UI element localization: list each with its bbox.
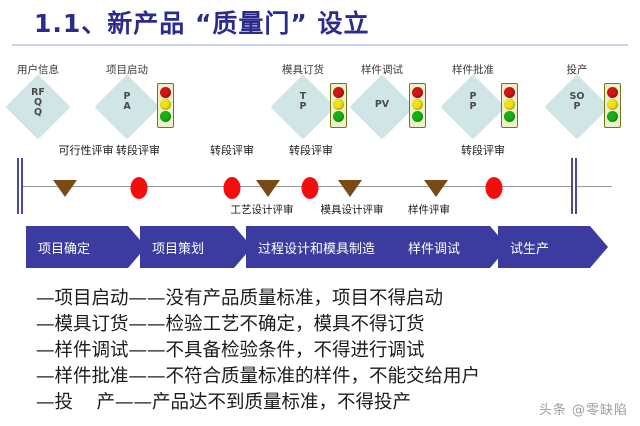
gate-code-line: A bbox=[123, 101, 131, 112]
traffic-light-yellow-lamp bbox=[160, 99, 171, 110]
process-phase-label: 过程设计和模具制造 bbox=[258, 241, 376, 257]
traffic-light-red-lamp bbox=[160, 87, 171, 98]
gate-rule-item: —样件调试——不具备检验条件，不得进行调试 bbox=[36, 340, 425, 361]
watermark: 头条 @零缺陷 bbox=[538, 403, 628, 418]
traffic-light-icon bbox=[330, 83, 347, 128]
gate-rule-item: —模具订货——检验工艺不确定，模具不得订货 bbox=[36, 314, 425, 335]
gate-review-label: 可行性评审 bbox=[58, 144, 114, 157]
gate-rule-item: —项目启动——没有产品质量标准，项目不得启动 bbox=[36, 288, 444, 309]
timeline-ellipse-marker bbox=[485, 177, 503, 199]
timeline-end-marker bbox=[571, 158, 577, 214]
gate-code: SO P bbox=[570, 92, 585, 112]
traffic-light-icon bbox=[157, 83, 174, 128]
process-phase-label: 项目确定 bbox=[38, 241, 91, 257]
gate-code-line: PV bbox=[374, 99, 390, 110]
timeline-triangle-marker bbox=[256, 180, 280, 197]
process-phase-chevron: 过程设计和模具制造 bbox=[246, 226, 416, 268]
process-phase-label: 试生产 bbox=[510, 241, 550, 257]
gate-title: 投产 bbox=[566, 64, 588, 76]
traffic-light-green-lamp bbox=[333, 111, 344, 122]
gate-code-line: Q bbox=[33, 97, 43, 108]
process-phase-chevron: 项目策划 bbox=[140, 226, 252, 268]
gate-title: 样件批准 bbox=[452, 64, 494, 76]
quality-gate-row: 用户信息 RF Q Q 可行性评审 项目启动 P A 转段评审 bbox=[0, 58, 640, 158]
timeline-ellipse-marker bbox=[301, 177, 319, 199]
timeline-triangle-marker bbox=[424, 180, 448, 197]
gate-code-line: P bbox=[469, 101, 477, 112]
gate-title: 样件调试 bbox=[361, 64, 403, 76]
timeline-marker-label: 样件评审 bbox=[408, 204, 450, 216]
gate-review-label: 转段评审 bbox=[289, 144, 333, 157]
timeline-bar-segment bbox=[571, 158, 573, 214]
traffic-light-red-lamp bbox=[412, 87, 423, 98]
traffic-light-yellow-lamp bbox=[412, 99, 423, 110]
traffic-light-red-lamp bbox=[333, 87, 344, 98]
process-phase-label: 项目策划 bbox=[152, 241, 205, 257]
traffic-light-yellow-lamp bbox=[333, 99, 344, 110]
traffic-light-icon bbox=[604, 83, 621, 128]
timeline-bar-segment bbox=[20, 158, 23, 214]
gate-code: P P bbox=[470, 92, 477, 112]
traffic-light-red-lamp bbox=[504, 87, 515, 98]
timeline-ellipse-marker bbox=[130, 177, 148, 199]
page-title: 1.1、新产品 “质量门” 设立 bbox=[34, 9, 370, 38]
timeline-bar-gap bbox=[573, 158, 575, 214]
timeline-triangle-marker bbox=[338, 180, 362, 197]
traffic-light-icon bbox=[501, 83, 518, 128]
title-divider bbox=[12, 44, 628, 46]
timeline-marker-label: 模具设计评审 bbox=[320, 204, 384, 216]
traffic-light-yellow-lamp bbox=[607, 99, 618, 110]
gate-code-line: P bbox=[123, 91, 131, 102]
gate-review-label: 转段评审 bbox=[461, 144, 505, 157]
process-phase-band: 项目确定 项目策划 过程设计和模具制造 样件调试 试生产 bbox=[0, 226, 640, 274]
gate-rule-item: —投 产——产品达不到质量标准，不得投产 bbox=[36, 392, 412, 413]
process-phase-label: 样件调试 bbox=[408, 241, 461, 257]
traffic-light-red-lamp bbox=[607, 87, 618, 98]
gate-rule-item: —样件批准——不符合质量标准的样件，不能交给用户 bbox=[36, 366, 481, 387]
timeline-marker-label: 工艺设计评审 bbox=[230, 204, 294, 216]
gate-code-line: P bbox=[299, 101, 307, 112]
gate-code-line: T bbox=[299, 91, 307, 102]
gate-code-line: RF bbox=[31, 87, 45, 98]
traffic-light-yellow-lamp bbox=[504, 99, 515, 110]
process-phase-chevron: 样件调试 bbox=[396, 226, 508, 268]
traffic-light-green-lamp bbox=[607, 111, 618, 122]
timeline: 工艺设计评审 模具设计评审 样件评审 bbox=[0, 158, 640, 220]
gate-title: 项目启动 bbox=[106, 64, 148, 76]
timeline-bar-segment bbox=[574, 158, 577, 214]
traffic-light-icon bbox=[409, 83, 426, 128]
gate-code-line: P bbox=[469, 91, 477, 102]
gate-review-label: 转段评审 bbox=[116, 144, 160, 157]
process-phase-chevron: 项目确定 bbox=[26, 226, 146, 268]
gate-review-label: 转段评审 bbox=[210, 144, 254, 157]
timeline-start-marker bbox=[17, 158, 23, 214]
traffic-light-green-lamp bbox=[160, 111, 171, 122]
gate-code: P A bbox=[123, 92, 130, 112]
traffic-light-green-lamp bbox=[412, 111, 423, 122]
timeline-ellipse-marker bbox=[223, 177, 241, 199]
gate-title: 用户信息 bbox=[17, 64, 59, 76]
gate-code-line: Q bbox=[33, 107, 43, 118]
timeline-bar-gap bbox=[19, 158, 21, 214]
gate-code-line: P bbox=[573, 101, 581, 112]
gate-code: PV bbox=[375, 100, 389, 110]
gate-title: 模具订货 bbox=[282, 64, 324, 76]
gate-code: RF Q Q bbox=[31, 88, 45, 118]
traffic-light-green-lamp bbox=[504, 111, 515, 122]
gate-rules-list: —项目启动——没有产品质量标准，项目不得启动 —模具订货——检验工艺不确定，模具… bbox=[36, 286, 616, 416]
process-phase-chevron: 试生产 bbox=[498, 226, 608, 268]
timeline-triangle-marker bbox=[53, 180, 77, 197]
gate-code: T P bbox=[300, 92, 307, 112]
timeline-bar-segment bbox=[17, 158, 19, 214]
gate-code-line: SO bbox=[569, 91, 585, 102]
